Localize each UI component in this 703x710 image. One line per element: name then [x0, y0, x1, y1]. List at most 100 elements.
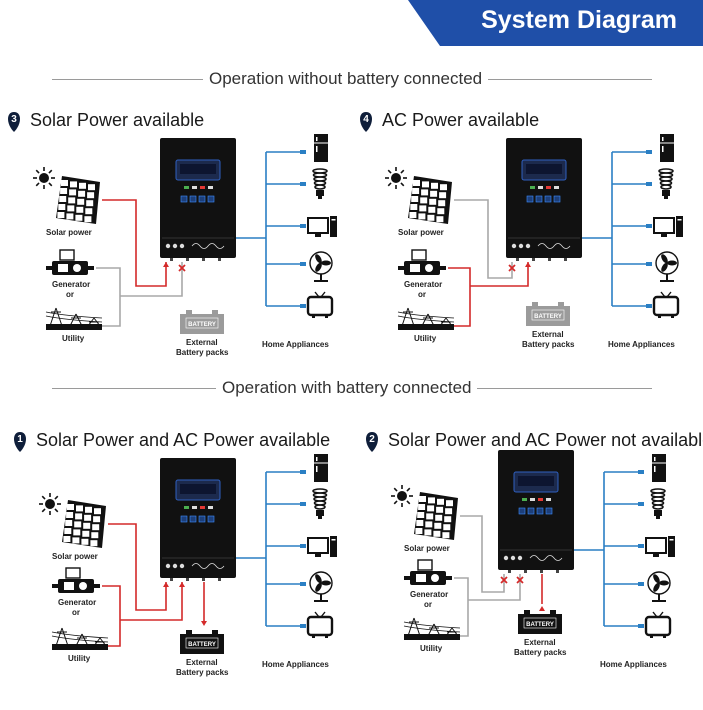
computer-icon — [645, 536, 675, 557]
inverter-icon — [160, 458, 236, 581]
battery-icon: BATTERY — [180, 310, 224, 334]
or-label: or — [72, 608, 80, 617]
tv-icon — [306, 291, 334, 318]
ac-wire — [470, 262, 529, 287]
panel-title: Solar Power available — [30, 110, 205, 130]
fan-icon — [647, 571, 671, 602]
ac-wire — [454, 577, 469, 637]
inverter-button — [518, 507, 526, 515]
appliances-label: Home Appliances — [262, 660, 329, 669]
tv-icon — [306, 611, 334, 638]
number-badge-icon: 3 — [8, 112, 20, 132]
or-label: or — [66, 290, 74, 299]
fridge-icon — [314, 134, 328, 162]
ac-wire — [120, 262, 183, 297]
banner — [408, 0, 703, 46]
cross-icon — [178, 264, 186, 272]
plug-icon — [300, 544, 306, 548]
battery-label: External — [524, 638, 556, 647]
generator-icon — [404, 559, 452, 585]
bulb-icon — [312, 488, 328, 519]
battery-label: External — [186, 338, 218, 347]
number-badge-icon: 4 — [360, 112, 372, 132]
tv-icon — [644, 611, 672, 638]
ac-wire — [468, 574, 521, 601]
cross-icon — [500, 576, 508, 584]
badge-drop-icon — [366, 432, 378, 452]
arrow-icon — [201, 621, 207, 626]
battery-tag: BATTERY — [526, 622, 554, 628]
badge-drop-icon — [14, 432, 26, 452]
panel-title: Solar Power and AC Power available — [36, 430, 331, 450]
plug-icon — [300, 624, 306, 628]
ac-wire — [448, 267, 471, 327]
computer-icon — [307, 216, 337, 237]
sun-icon — [385, 167, 407, 189]
solar-label: Solar power — [52, 552, 98, 561]
battery-icon: BATTERY — [180, 630, 224, 654]
arrow-icon — [179, 582, 185, 587]
fan-icon — [655, 251, 679, 282]
generator-label: Generator — [404, 280, 443, 289]
inverter-button — [207, 195, 215, 203]
generator-label: Generator — [52, 280, 91, 289]
utility-label: Utility — [68, 654, 91, 663]
sun-icon — [391, 485, 413, 507]
solar-label: Solar power — [404, 544, 450, 553]
ac-wire — [96, 267, 121, 327]
fan-icon — [309, 571, 333, 602]
plug-icon — [646, 182, 652, 186]
solar-panel-icon — [408, 176, 452, 224]
number-badge-icon: 2 — [366, 432, 378, 452]
appliances-label: Home Appliances — [608, 340, 675, 349]
solar-panel-icon — [62, 500, 106, 548]
utility-label: Utility — [414, 334, 437, 343]
plug-icon — [300, 582, 306, 586]
plug-icon — [646, 262, 652, 266]
plug-icon — [646, 150, 652, 154]
cross-icon — [508, 264, 516, 272]
section-title-without-battery: Operation without battery connected — [203, 69, 489, 89]
arrow-icon — [539, 606, 545, 611]
solar-wire — [102, 199, 167, 287]
plug-icon — [300, 150, 306, 154]
banner-title: System Diagram — [481, 6, 677, 34]
battery-icon: BATTERY — [526, 302, 570, 326]
inverter-button — [189, 515, 197, 523]
fridge-icon — [314, 454, 328, 482]
plug-icon — [300, 304, 306, 308]
battery-tag: BATTERY — [188, 322, 216, 328]
plug-icon — [638, 624, 644, 628]
banner-shape — [408, 0, 703, 46]
inverter-icon — [160, 138, 236, 261]
ac-wire — [120, 582, 183, 621]
appliances-label: Home Appliances — [262, 340, 329, 349]
plug-icon — [638, 582, 644, 586]
plug-icon — [638, 544, 644, 548]
inverter-button — [545, 507, 553, 515]
battery-icon: BATTERY — [518, 610, 562, 634]
plug-icon — [300, 470, 306, 474]
section-title-with-battery: Operation with battery connected — [216, 378, 478, 398]
inverter-button — [544, 195, 552, 203]
panel-title: Solar Power and AC Power not available — [388, 430, 703, 450]
plug-icon — [300, 224, 306, 228]
utility-label: Utility — [420, 644, 443, 653]
utility-tower-icon — [403, 617, 461, 640]
solar-label: Solar power — [398, 228, 444, 237]
generator-icon — [46, 249, 94, 275]
fan-icon — [309, 251, 333, 282]
generator-icon — [398, 249, 446, 275]
inverter-button — [180, 515, 188, 523]
solar-label: Solar power — [46, 228, 92, 237]
plug-icon — [638, 470, 644, 474]
solar-wire — [108, 523, 167, 611]
generator-icon — [52, 567, 100, 593]
computer-icon — [307, 536, 337, 557]
fridge-icon — [652, 454, 666, 482]
inverter-button — [527, 507, 535, 515]
badge-number: 3 — [11, 114, 17, 125]
solar-panel-icon — [414, 492, 458, 540]
